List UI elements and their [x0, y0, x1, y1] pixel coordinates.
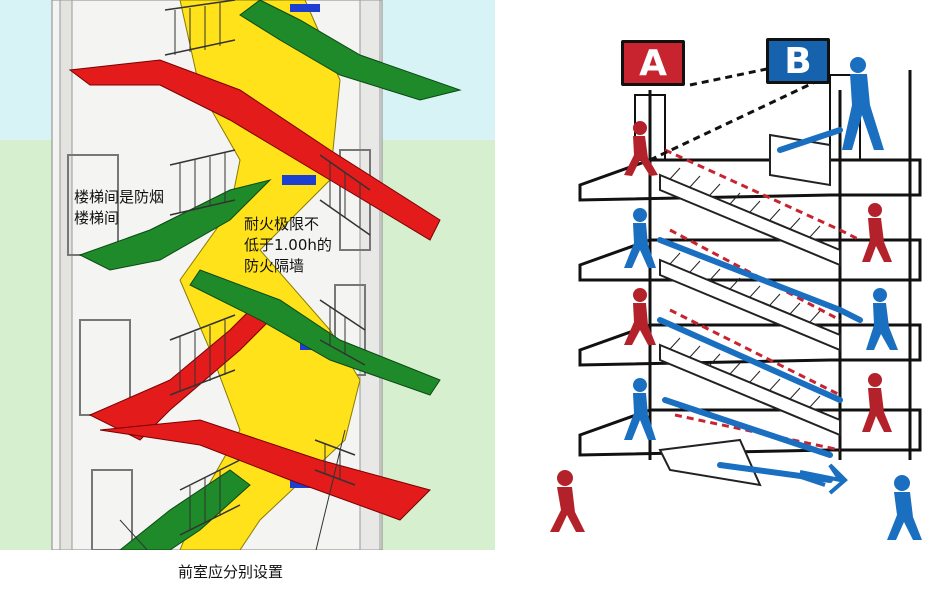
- stairwell-label: 楼梯间是防烟 楼梯间: [74, 188, 165, 227]
- exit-sign-a: A: [621, 40, 685, 86]
- vestibule-label: 前室应分别设置: [178, 563, 284, 581]
- exit-sign-b: B: [766, 38, 830, 84]
- person-red-icon: [550, 121, 892, 532]
- person-blue-icon: [624, 57, 922, 540]
- scissor-stair-model: 楼梯间是防烟 楼梯间 耐火极限不 低于1.00h的 防火隔墙: [0, 0, 495, 550]
- fire-wall-label: 耐火极限不 低于1.00h的 防火隔墙: [244, 215, 332, 275]
- arrow-right-icon: [794, 473, 826, 487]
- stair-model-drawing: [0, 0, 495, 550]
- evacuation-diagram: A B: [540, 0, 950, 585]
- evacuation-drawing: [550, 57, 922, 540]
